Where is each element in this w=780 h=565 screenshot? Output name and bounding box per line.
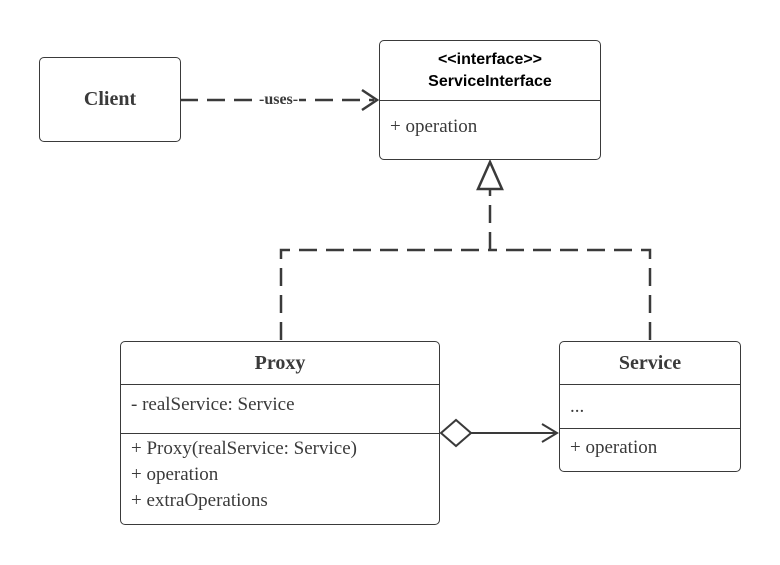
proxy-operation: + extraOperations [131,490,268,511]
service-header: Service [560,342,740,384]
service-divider-2 [560,428,740,429]
client-class[interactable]: Client [39,57,181,142]
proxy-realization-line [279,248,490,340]
proxy-header: Proxy [121,342,439,384]
service-realization-line [490,248,652,340]
proxy-class-name: Proxy [254,351,306,374]
service-interface-header: <<interface>> ServiceInterface [380,41,600,100]
aggregation-diamond [439,418,473,448]
service-divider-1 [560,384,740,385]
aggregation-arrowhead [541,423,559,443]
service-operation: + operation [570,437,658,458]
client-class-name: Client [83,88,137,110]
uses-label: -uses- [258,91,300,109]
proxy-operation: + operation [131,464,219,485]
uses-arrowhead [361,88,380,112]
proxy-divider-1 [121,384,439,385]
service-class[interactable]: Service ... + operation [559,341,741,472]
service-attribute: ... [570,396,585,417]
service-class-name: Service [618,351,682,374]
realization-triangle [476,158,504,191]
service-interface-operations: + operation [380,114,600,140]
service-interface-divider [380,100,600,101]
proxy-operation: + Proxy(realService: Service) [131,438,357,459]
service-interface-name: ServiceInterface [428,72,552,90]
proxy-class[interactable]: Proxy - realService: Service + Proxy(rea… [120,341,440,525]
proxy-attributes: - realService: Service [121,392,439,418]
service-attributes: ... [560,394,740,420]
service-operations: + operation [560,435,740,461]
proxy-attribute: - realService: Service [131,394,295,415]
service-interface-operation: + operation [390,116,478,137]
proxy-operations: + Proxy(realService: Service) + operatio… [121,436,439,514]
service-interface-class[interactable]: <<interface>> ServiceInterface + operati… [379,40,601,160]
service-interface-stereotype: <<interface>> [437,50,543,68]
proxy-divider-2 [121,433,439,434]
